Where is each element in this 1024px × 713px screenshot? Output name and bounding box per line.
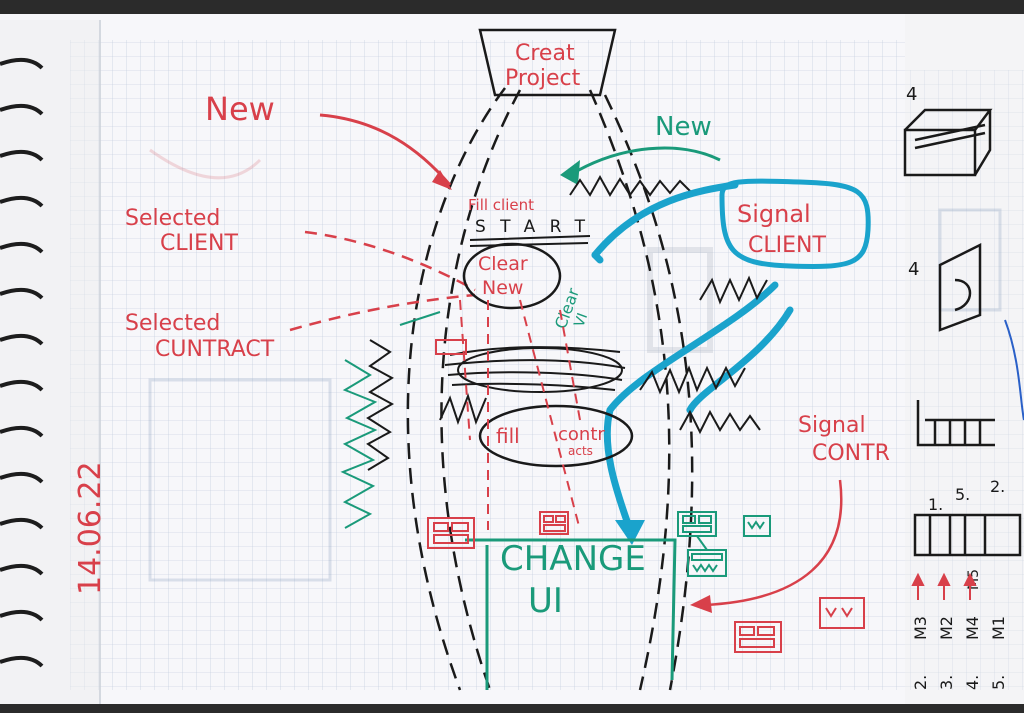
selected-contract-line2: CUNTRACT bbox=[155, 337, 275, 362]
selected-client-line1: Selected bbox=[125, 206, 220, 231]
margin-2b: 2. bbox=[911, 675, 930, 690]
fill-contracts-line3: acts bbox=[568, 444, 593, 458]
new-label-right: New bbox=[655, 112, 712, 142]
fill-contracts-line2: contr bbox=[558, 424, 605, 445]
margin-1: 1. bbox=[928, 495, 943, 514]
create-project-line1: Creat bbox=[515, 41, 575, 66]
main-page bbox=[0, 14, 905, 704]
margin-5b: 5. bbox=[989, 675, 1008, 690]
clear-new-line1: Clear bbox=[478, 253, 528, 275]
margin-4-top: 4 bbox=[906, 84, 917, 105]
selected-client-line2: CLIENT bbox=[160, 231, 238, 256]
signal-client-line1: Signal bbox=[737, 200, 811, 228]
margin-4-mid: 4 bbox=[908, 259, 919, 280]
change-ui-line2: UI bbox=[528, 581, 563, 621]
date-label: 14.06.22 bbox=[73, 461, 108, 595]
clear-new-line2: New bbox=[482, 277, 523, 299]
margin-m3: M3 bbox=[911, 616, 930, 640]
margin-5: 5. bbox=[955, 485, 970, 504]
fill-client-label: Fill client bbox=[468, 196, 534, 214]
fill-contracts-line1: fill bbox=[496, 424, 520, 448]
window-icon bbox=[540, 512, 568, 534]
margin-m4: M4 bbox=[963, 616, 982, 640]
margin-2: 2. bbox=[990, 477, 1005, 496]
margin-3b: 3. bbox=[937, 675, 956, 690]
signal-contract-line2: CONTR bbox=[812, 441, 890, 466]
new-label-left: New bbox=[205, 90, 275, 128]
signal-client-line2: CLIENT bbox=[748, 233, 826, 258]
margin-m2: M2 bbox=[937, 616, 956, 640]
margin-4b: 4. bbox=[963, 675, 982, 690]
create-project-line2: Project bbox=[505, 66, 581, 91]
selected-contract-line1: Selected bbox=[125, 311, 220, 336]
signal-contract-line1: Signal bbox=[798, 413, 866, 438]
margin-m1: M1 bbox=[989, 616, 1008, 640]
change-ui-line1: CHANGE bbox=[500, 539, 646, 579]
